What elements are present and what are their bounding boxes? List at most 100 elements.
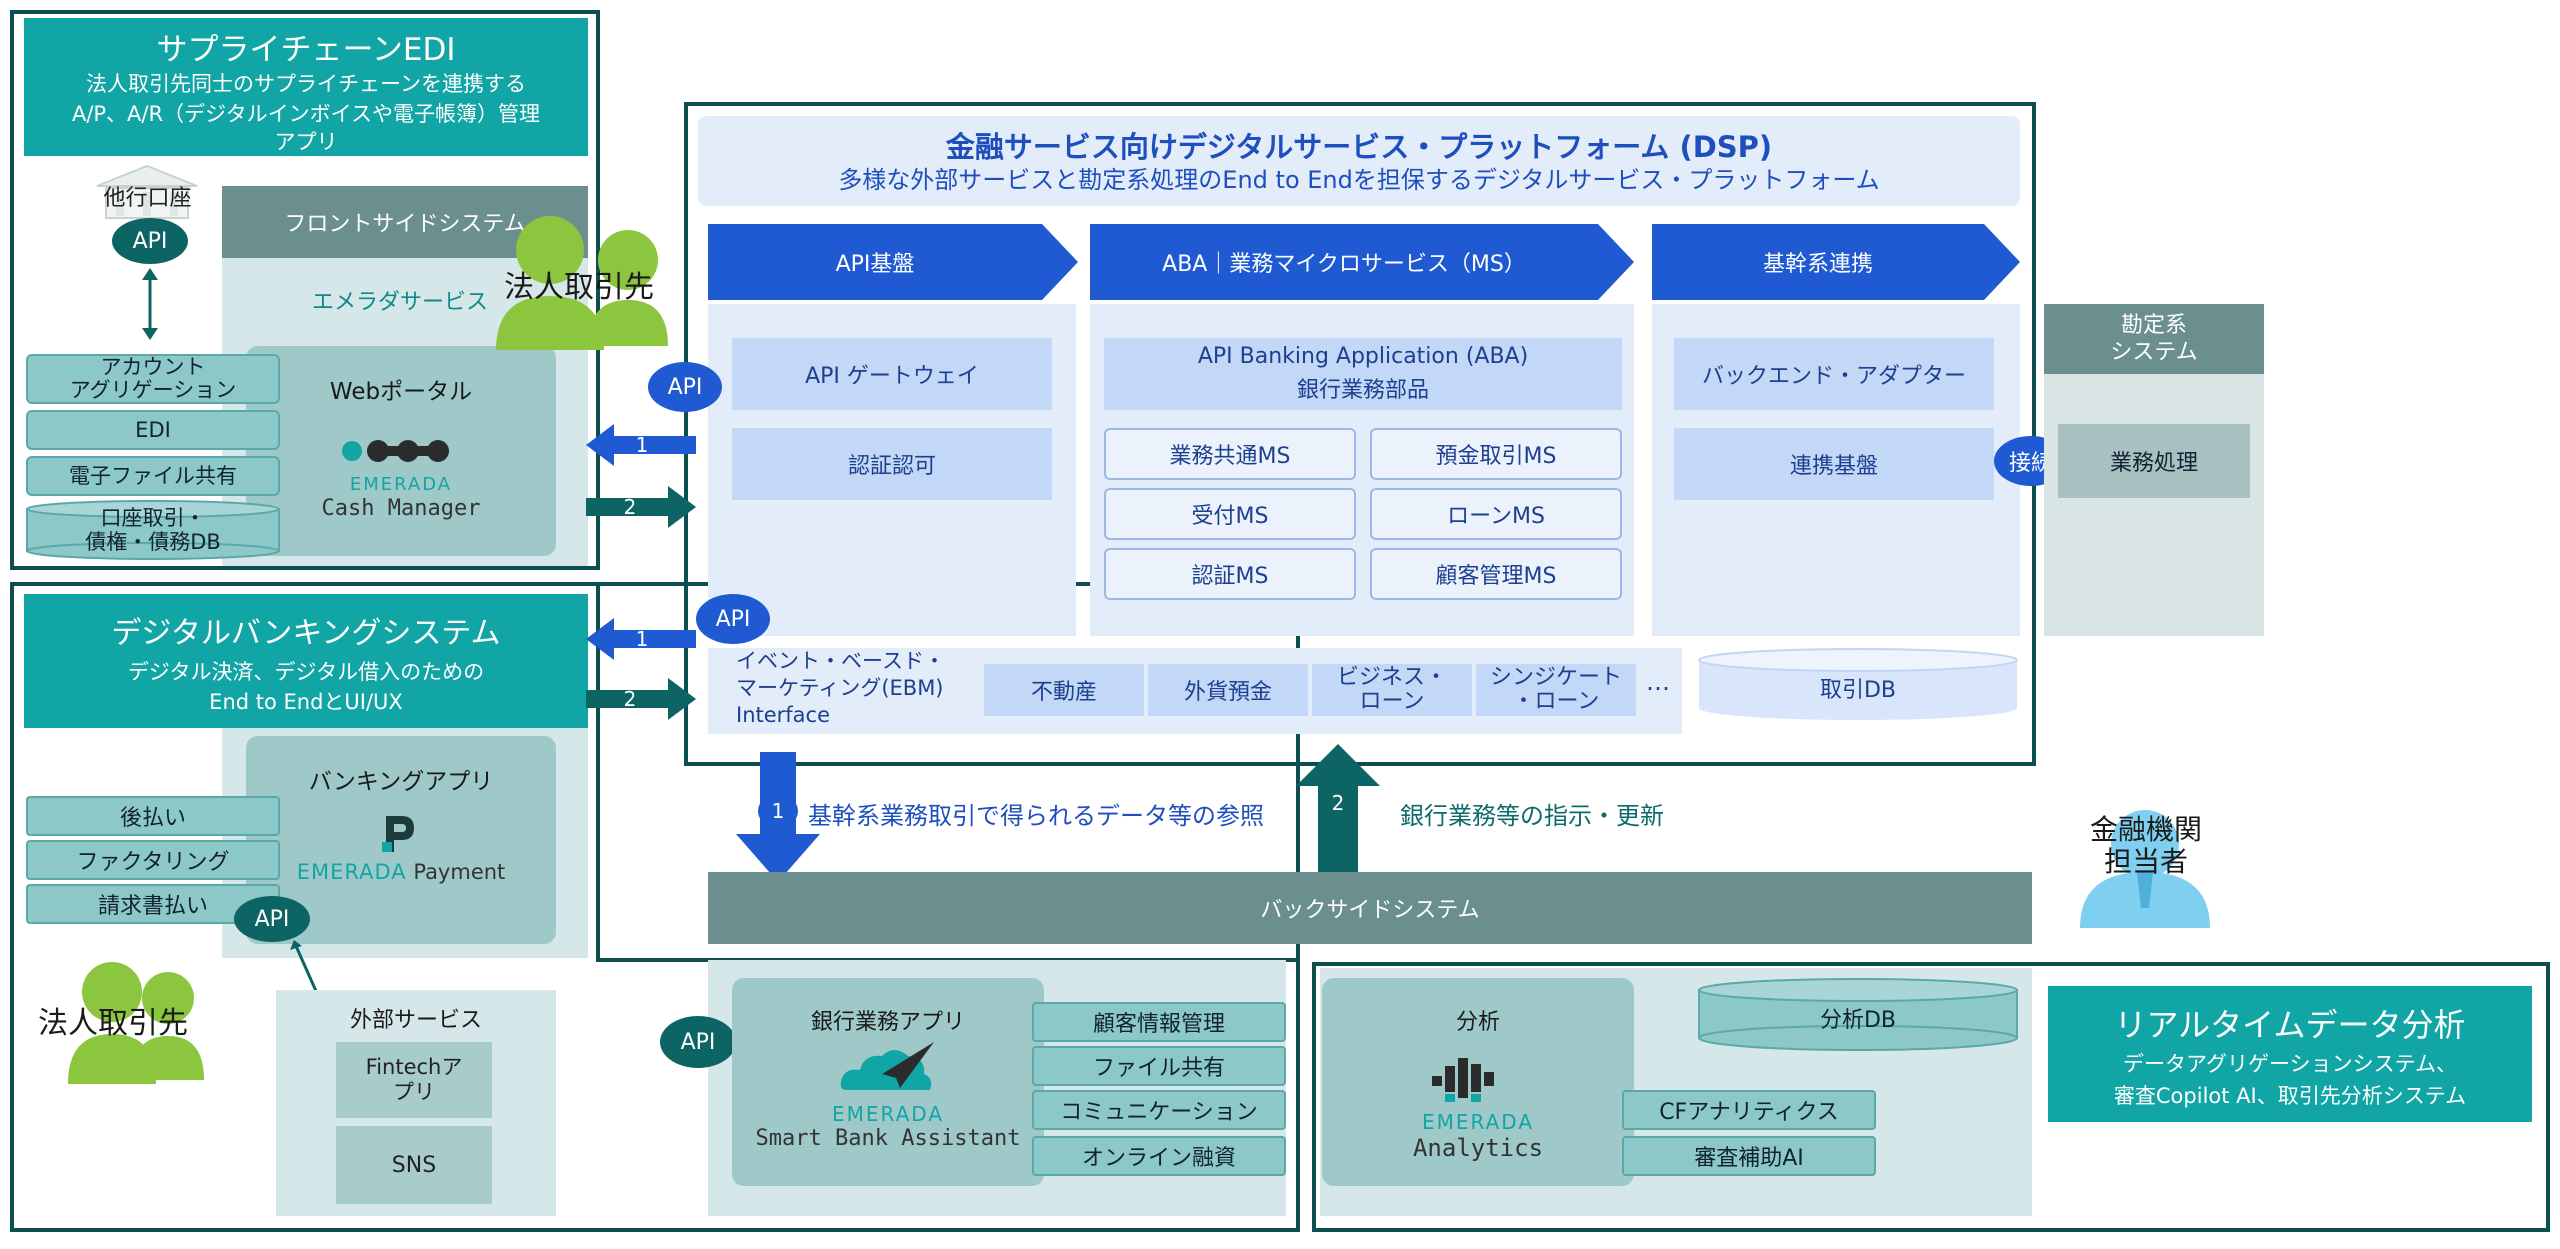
arrow-1-left-top-num: 1 (635, 433, 649, 457)
bank-building-icon (92, 164, 202, 224)
dbs-subtitle-2: End to EndとUI/UX (209, 690, 403, 714)
bank-app-item-customer-info[interactable]: 顧客情報管理 (1032, 1002, 1286, 1042)
ebm-item-real-estate[interactable]: 不動産 (984, 664, 1144, 716)
arrow-1-left-bottom-icon (586, 618, 696, 660)
ms-common[interactable]: 業務共通MS (1104, 428, 1356, 480)
cash-manager-brand: EMERADA (349, 474, 453, 495)
cash-manager-logo-icon (338, 434, 458, 468)
chevron-core-label: 基幹系連携 (1762, 252, 1873, 277)
api-pill-dsp-top[interactable]: API (648, 362, 722, 412)
dbs-item-factoring[interactable]: ファクタリング (26, 840, 280, 880)
edi-item-file-share[interactable]: 電子ファイル共有 (26, 456, 280, 496)
arrow-2-right-bottom-num: 2 (623, 687, 637, 711)
integration-base[interactable]: 連携基盤 (1674, 428, 1994, 500)
ms-auth[interactable]: 認証MS (1104, 548, 1356, 600)
analysis-db-cylinder-icon (1698, 978, 2018, 1052)
corporate-client-label-top: 法人取引先 (504, 270, 654, 305)
accounting-item[interactable]: 業務処理 (2058, 424, 2250, 498)
banking-app-title: バンキングアプリ (308, 769, 494, 795)
analytics-frame (1312, 962, 2550, 1232)
arrow-2-right-top-num: 2 (623, 495, 637, 519)
backend-adapter[interactable]: バックエンド・アダプター (1674, 338, 1994, 410)
arrow-2-right-top-icon (586, 486, 696, 528)
edi-subtitle-1: 法人取引先同士のサプライチェーンを連携する (86, 72, 526, 96)
arrow-2-right-bottom-icon (586, 678, 696, 720)
bank-app-item-communication[interactable]: コミュニケーション (1032, 1090, 1286, 1130)
smart-bank-logo-icon (838, 1038, 938, 1098)
analysis-item-review-ai[interactable]: 審査補助AI (1622, 1136, 1876, 1176)
payment-product: Payment (413, 860, 506, 884)
payment-brand-line: EMERADA Payment (246, 860, 556, 884)
bank-staff-label: 金融機関 担当者 (2089, 813, 2202, 878)
analysis-item-cf[interactable]: CFアナリティクス (1622, 1090, 1876, 1130)
dsp-header-box (698, 116, 2020, 206)
ms-deposit[interactable]: 預金取引MS (1370, 428, 1622, 480)
chevron-api-platform-label: API基盤 (835, 252, 915, 277)
dsp-subtitle: 多様な外部サービスと勘定系処理のEnd to Endを担保するデジタルサービス・… (838, 166, 1880, 194)
edi-item-db[interactable]: 口座取引・ 債権・債務DB (85, 506, 221, 554)
ebm-label: イベント・ベースド・ マーケティング(EBM) Interface (736, 649, 945, 727)
edi-frame (10, 10, 600, 570)
ebm-item-fx-deposit[interactable]: 外貨預金 (1148, 664, 1308, 716)
edi-subtitle-2: A/P、A/R（デジタルインボイスや電子帳簿）管理 (71, 102, 541, 126)
dbs-frame-right-edge (1296, 958, 1300, 1232)
ebm-item-syndicated-loan[interactable]: シンジケート ・ローン (1476, 664, 1636, 716)
external-item-fintech[interactable]: Fintechア プリ (336, 1042, 492, 1118)
dbs-item-deferred[interactable]: 後払い (26, 796, 280, 836)
auth[interactable]: 認証認可 (732, 428, 1052, 500)
ms-reception[interactable]: 受付MS (1104, 488, 1356, 540)
trade-db-cylinder-icon (1698, 648, 2018, 722)
other-bank-label: 他行口座 (103, 186, 192, 211)
edi-title: サプライチェーンEDI (156, 32, 456, 68)
smart-bank-brand: EMERADA (831, 1102, 945, 1126)
cash-manager-product: Cash Manager (321, 496, 481, 521)
dbs-subtitle-1: デジタル決済、デジタル借入のための (127, 660, 485, 684)
payment-logo-icon (380, 812, 420, 856)
chevron-aba-label: ABA｜業務マイクロサービス（MS） (1162, 252, 1526, 277)
corporate-client-label-bottom: 法人取引先 (38, 1006, 188, 1041)
arrow-1-left-bottom-num: 1 (635, 627, 649, 651)
arrow-1-left-top-icon (586, 424, 696, 466)
web-portal-title: Webポータル (329, 379, 473, 405)
external-services-title: 外部サービス (349, 1008, 482, 1033)
analysis-title: 分析 (1455, 1010, 1500, 1035)
api-pill-other-bank[interactable]: API (112, 218, 188, 264)
analytics-logo-icon (1432, 1056, 1496, 1108)
bank-app-item-file-share[interactable]: ファイル共有 (1032, 1046, 1286, 1086)
bank-staff-icon (2078, 808, 2212, 928)
bank-app-item-online-loan[interactable]: オンライン融資 (1032, 1136, 1286, 1176)
up-arrow-icon (1296, 744, 1380, 874)
edi-item-edi[interactable]: EDI (26, 410, 280, 450)
back-side-title: バックサイドシステム (708, 872, 2032, 944)
edi-subtitle-3: アプリ (274, 130, 338, 154)
chevron-aba (1090, 224, 1634, 300)
api-gateway[interactable]: API ゲートウェイ (732, 338, 1052, 410)
smart-bank-product: Smart Bank Assistant (755, 1126, 1021, 1151)
edi-item-aggregation[interactable]: アカウント アグリゲーション (26, 354, 280, 404)
bidirectional-arrow-icon (140, 268, 160, 340)
dsp-frame (684, 102, 2036, 766)
analytics-brand: EMERADA (1421, 1110, 1535, 1134)
api-pill-dbs[interactable]: API (234, 896, 310, 942)
aba-title-1: API Banking Application (ABA) (1197, 344, 1529, 369)
up-arrow-num: 2 (1331, 791, 1345, 815)
external-item-sns[interactable]: SNS (336, 1126, 492, 1204)
ms-customer[interactable]: 顧客管理MS (1370, 548, 1622, 600)
dbs-header: デジタルバンキングシステム デジタル決済、デジタル借入のための End to E… (24, 594, 588, 728)
chevron-api-platform (708, 224, 1078, 300)
analytics-product: Analytics (1412, 1134, 1544, 1162)
api-pill-dsp-bottom[interactable]: API (696, 594, 770, 644)
edi-db-cylinder-icon (26, 500, 280, 560)
aba-title-box (1104, 338, 1622, 410)
ebm-item-business-loan[interactable]: ビジネス・ ローン (1312, 664, 1472, 716)
dbs-title: デジタルバンキングシステム (111, 616, 501, 651)
bank-app-title: 銀行業務アプリ (810, 1010, 965, 1035)
ms-loan[interactable]: ローンMS (1370, 488, 1622, 540)
realtime-title: リアルタイムデータ分析 (2114, 1006, 2466, 1044)
payment-brand: EMERADA (296, 860, 407, 884)
api-pill-bank-app[interactable]: API (660, 1016, 736, 1068)
emerada-service-label: エメラダサービス (311, 290, 488, 315)
analysis-db-label: 分析DB (1819, 1008, 1897, 1033)
chevron-core (1652, 224, 2020, 300)
dsp-title: 金融サービス向けデジタルサービス・プラットフォーム (DSP) (945, 130, 1773, 164)
